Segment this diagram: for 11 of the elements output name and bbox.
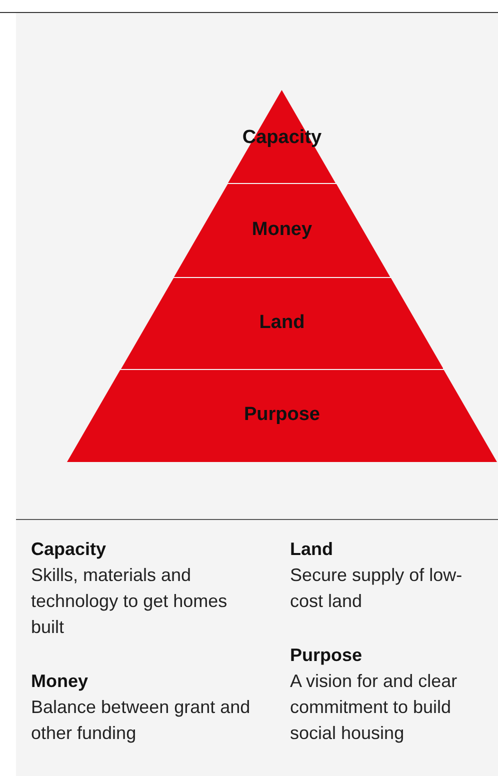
description-text: Secure supply of low-cost land [290,564,464,613]
layer-label: Land [259,312,305,332]
heading: Land [290,538,334,561]
layer-label: Purpose [244,404,320,425]
layer-label: Money [252,218,312,240]
description-text: Skills, materials and technology to get homes built [31,564,228,639]
heading: Money [31,670,90,693]
heading: Purpose [290,644,364,667]
description-text: A vision for and clear commitment to build social housing [290,670,458,745]
description-text: Balance between grant and other funding [31,696,252,745]
heading: Capacity [31,538,108,561]
